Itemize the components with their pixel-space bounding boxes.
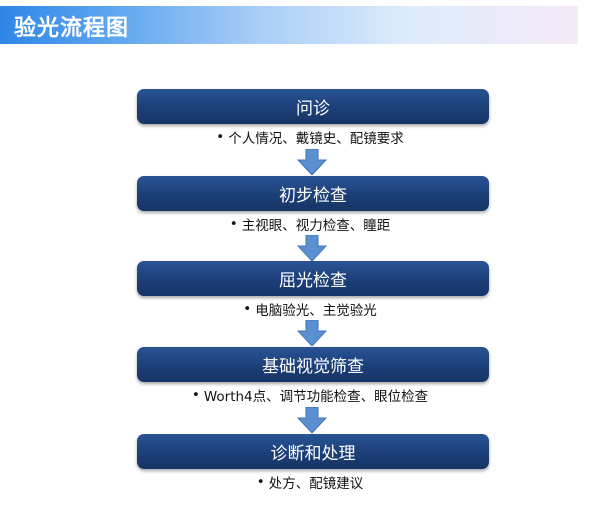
step-desc-text: 电脑验光、主觉验光 bbox=[255, 303, 377, 319]
bullet: • bbox=[256, 474, 265, 490]
step-label: 问诊 bbox=[296, 99, 330, 119]
down-arrow-icon bbox=[297, 407, 327, 433]
step-box-preliminary-exam: 初步检查 bbox=[137, 176, 489, 211]
step-label: 基础视觉筛查 bbox=[262, 357, 364, 377]
step-desc-text: 处方、配镜建议 bbox=[268, 476, 364, 492]
page-title: 验光流程图 bbox=[14, 16, 130, 41]
step-box-refraction: 屈光检查 bbox=[137, 261, 489, 296]
step-desc-text: 主视眼、视力检查、瞳距 bbox=[241, 218, 391, 234]
step-label: 初步检查 bbox=[279, 186, 347, 206]
step-desc-diagnosis: • 处方、配镜建议 bbox=[100, 472, 520, 492]
down-arrow-icon bbox=[297, 320, 327, 346]
bullet: • bbox=[191, 387, 200, 403]
bullet: • bbox=[216, 129, 225, 145]
step-desc-vision-screening: • Worth4点、调节功能检查、眼位检查 bbox=[100, 385, 520, 405]
step-box-diagnosis: 诊断和处理 bbox=[137, 434, 489, 469]
bullet: • bbox=[229, 216, 238, 232]
step-box-vision-screening: 基础视觉筛查 bbox=[137, 347, 489, 382]
step-label: 屈光检查 bbox=[279, 271, 347, 291]
step-desc-preliminary-exam: • 主视眼、视力检查、瞳距 bbox=[100, 214, 520, 234]
title-bar: 验光流程图 bbox=[0, 6, 578, 44]
step-box-consultation: 问诊 bbox=[137, 89, 489, 124]
down-arrow-icon bbox=[297, 149, 327, 175]
bullet: • bbox=[243, 301, 252, 317]
step-label: 诊断和处理 bbox=[270, 444, 356, 464]
step-desc-refraction: • 电脑验光、主觉验光 bbox=[100, 299, 520, 319]
step-desc-consultation: • 个人情况、戴镜史、配镜要求 bbox=[100, 127, 520, 147]
step-desc-text: Worth4点、调节功能检查、眼位检查 bbox=[203, 389, 429, 405]
step-desc-text: 个人情况、戴镜史、配镜要求 bbox=[228, 131, 404, 147]
down-arrow-icon bbox=[297, 235, 327, 261]
